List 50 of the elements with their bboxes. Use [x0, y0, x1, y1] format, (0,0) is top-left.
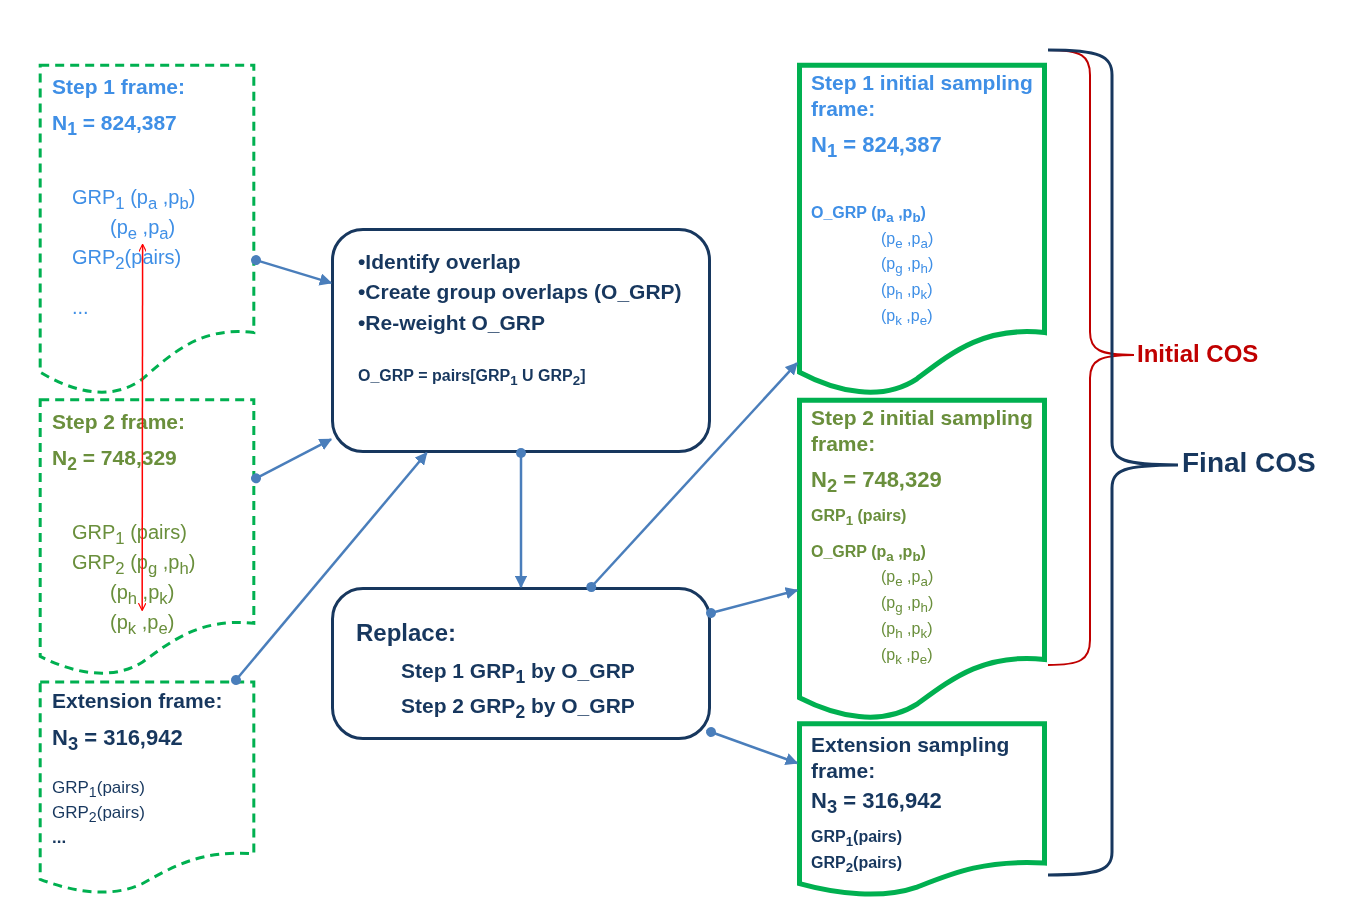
arrow: [586, 362, 798, 592]
step-text: •Identify overlap: [358, 249, 521, 275]
frame-text: O_GRP (p$_{a}$ ,p$_{b}$): [811, 541, 926, 566]
arrow: [137, 243, 147, 612]
frame-text: GRP$_{1}$ (pairs): [811, 505, 907, 530]
frame-text: (p$_{h}$ ,p$_{k}$): [881, 619, 933, 643]
frame-text: GRP$_{1}$(pairs): [811, 826, 902, 851]
frame-title: Extension frame:: [52, 688, 223, 714]
frame-text: (p$_{g}$ ,p$_{h}$): [881, 593, 934, 618]
process-box: [331, 587, 711, 740]
pair-text: ...: [72, 294, 89, 320]
brace-label: Initial COS: [1137, 340, 1259, 368]
frame-title: Step 2 initial sampling frame:: [811, 405, 1033, 458]
arrow: [706, 587, 799, 619]
pair-text: (p$_{e}$ ,p$_{a}$): [110, 215, 176, 245]
brace-label: Final COS: [1182, 447, 1316, 479]
pair-text: (p$_{k}$ ,p$_{e}$): [110, 609, 175, 640]
frame-title: Step 1 frame:: [52, 74, 186, 100]
frame-text: (p$_{e}$ ,p$_{a}$): [881, 567, 934, 592]
frame-text: ...: [52, 826, 67, 848]
frame-text: (p$_{e}$ ,p$_{a}$): [881, 228, 934, 253]
frame-text: (p$_{k}$ ,p$_{e}$): [881, 645, 933, 669]
frame-text: GRP$_{1}$(pairs): [52, 776, 145, 802]
count-text: N$_{1}$ = 824,387: [52, 110, 177, 142]
frame-text: (p$_{g}$ ,p$_{h}$): [881, 254, 934, 279]
arrow: [231, 452, 428, 685]
count-text: N$_{1}$ = 824,387: [811, 130, 942, 163]
pair-text: (p$_{h}$ ,p$_{k}$): [110, 579, 175, 610]
count-text: N$_{3}$ = 316,942: [52, 724, 183, 757]
arrow: [251, 438, 333, 484]
frame-title: Extension sampling frame:: [811, 732, 1011, 785]
arrow: [706, 726, 799, 765]
frame-text: O_GRP (p$_{a}$ ,p$_{b}$): [811, 202, 926, 227]
arrow: [514, 448, 528, 589]
process-box: [331, 228, 711, 453]
step-text: Step 1 GRP$_{1}$ by O_GRP: [401, 658, 635, 690]
arrow: [251, 255, 333, 286]
frame-text: (p$_{k}$ ,p$_{e}$): [881, 306, 933, 330]
frame-text: GRP$_{2}$(pairs): [811, 852, 902, 877]
step-text: •Re-weight O_GRP: [358, 309, 546, 336]
step-title: Replace:: [356, 618, 457, 648]
count-text: N$_{3}$ = 316,942: [811, 786, 942, 819]
step-text: •Create group overlaps (O_GRP): [358, 279, 682, 306]
count-text: N$_{2}$ = 748,329: [811, 465, 942, 498]
frame-title: Step 1 initial sampling frame:: [811, 70, 1033, 123]
step-text: O_GRP = pairs[GRP$_{1}$ U GRP$_{2}$]: [358, 365, 586, 390]
frame-text: GRP$_{2}$(pairs): [52, 801, 145, 827]
pair-text: GRP$_{1}$ (p$_{a}$ ,p$_{b}$): [72, 185, 196, 216]
frame-text: (p$_{h}$ ,p$_{k}$): [881, 280, 933, 305]
step-text: Step 2 GRP$_{2}$ by O_GRP: [401, 693, 635, 725]
